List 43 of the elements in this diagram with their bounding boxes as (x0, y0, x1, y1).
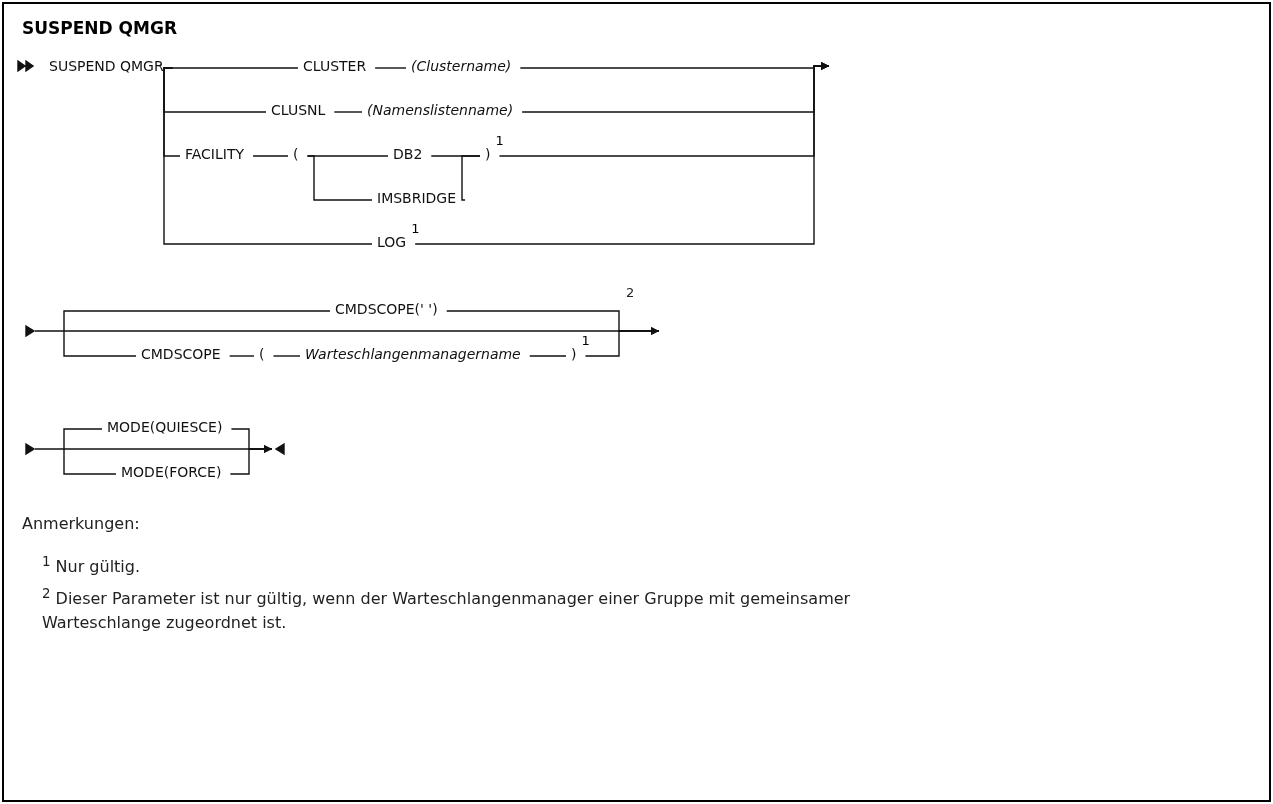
connector-line (584, 327, 660, 357)
variable: (Namenslistenname) (360, 99, 521, 121)
connector-line (163, 67, 373, 245)
connector-line (172, 67, 299, 69)
connector-line (228, 355, 255, 357)
footnote-text: $^{2}$ Dieser Parameter ist nur gültig, wenn der Warteschlangenmanager einer Gruppe mit gemeinsamer Warteschlange zugeordnet ist. (42, 585, 852, 635)
keyword: SUSPEND QMGR (42, 55, 171, 77)
footnote-marker: 1 (411, 222, 420, 236)
connector-line (333, 111, 363, 113)
keyword: MODE(QUIESCE) (100, 416, 230, 438)
footnote-text: $^{1}$ Nur gültig. (42, 553, 141, 579)
variable: Warteschlangenmanagername (298, 343, 528, 365)
parenthesis: ( (252, 343, 272, 365)
variable: (Clustername) (404, 55, 519, 77)
keyword: DB2 (386, 143, 430, 165)
keyword: FACILITY (178, 143, 252, 165)
connector-line (63, 330, 137, 357)
parenthesis: ) (564, 343, 584, 365)
keyword: CLUSTER (296, 55, 374, 77)
connector-line (529, 355, 567, 357)
connector-line (374, 67, 407, 69)
keyword: LOG (370, 231, 414, 253)
connector-line (229, 445, 273, 475)
diagram-title: SUSPEND QMGR (22, 18, 178, 38)
keyword: IMSBRIDGE (370, 187, 464, 209)
keyword: CMDSCOPE (134, 343, 228, 365)
connector-line (63, 310, 331, 332)
connector-line (306, 155, 373, 201)
parenthesis: ) (478, 143, 498, 165)
connector-line (63, 448, 117, 475)
connector-line (272, 355, 301, 357)
parenthesis: ( (286, 143, 306, 165)
keyword: CMDSCOPE(' ') (328, 298, 445, 320)
notes-heading: Anmerkungen: (22, 513, 140, 535)
footnote-marker: 1 (495, 134, 504, 148)
footnote-marker: 2 (626, 286, 635, 300)
footnote-marker: 1 (581, 334, 590, 348)
connector-line (461, 155, 481, 201)
connector-line (252, 155, 289, 157)
keyword: MODE(FORCE) (114, 461, 229, 483)
connector-line (63, 428, 103, 450)
keyword: CLUSNL (264, 99, 333, 121)
connector-line (414, 62, 830, 245)
